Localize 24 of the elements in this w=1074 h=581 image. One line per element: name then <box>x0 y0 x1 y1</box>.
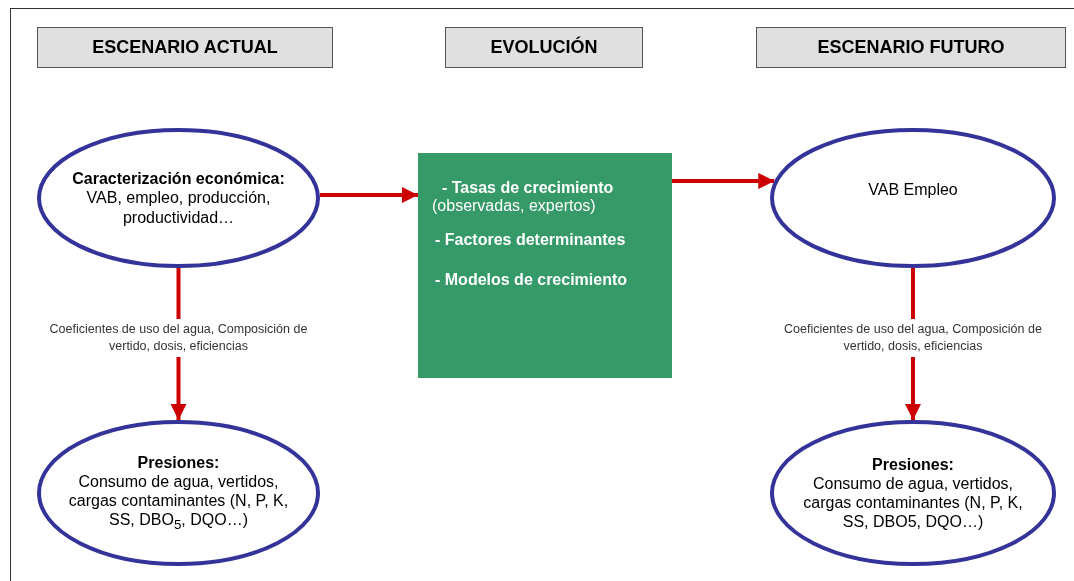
list-item: (observadas, expertos) <box>432 197 596 215</box>
ellipse-node <box>37 420 320 566</box>
node-text: VAB Empleo <box>868 180 958 200</box>
node-text: Presiones: <box>137 452 220 472</box>
process-box <box>418 153 672 378</box>
header-text: EVOLUCIÓN <box>490 37 598 58</box>
ellipse-node <box>770 128 1056 268</box>
header-text: ESCENARIO FUTURO <box>817 37 1005 58</box>
arrow <box>672 173 775 189</box>
arrow <box>319 187 418 203</box>
column-header-box <box>37 27 333 68</box>
list-item: - Factores determinantes <box>435 231 626 249</box>
node-text: Caracterización económica: <box>72 169 285 189</box>
node-text: VAB, empleo, producción, productividad… <box>85 188 272 227</box>
node-text: Presiones: <box>872 454 954 474</box>
node-text: Consumo de agua, vertidos, cargas contaminantes (N, P, K, SS, DBO$_{5}$, DQO…) <box>67 471 290 534</box>
ellipse-node <box>37 128 320 268</box>
header-text: ESCENARIO ACTUAL <box>92 37 278 58</box>
list-item: - Tasas de crecimiento <box>442 179 614 197</box>
node-text: Consumo de agua, vertidos, cargas contaminantes (N, P, K, SS, DBO5, DQO…) <box>802 473 1024 532</box>
column-header-box <box>445 27 643 68</box>
ellipse-node <box>770 420 1056 566</box>
list-item: - Modelos de crecimiento <box>435 271 628 289</box>
column-header-box <box>756 27 1066 68</box>
